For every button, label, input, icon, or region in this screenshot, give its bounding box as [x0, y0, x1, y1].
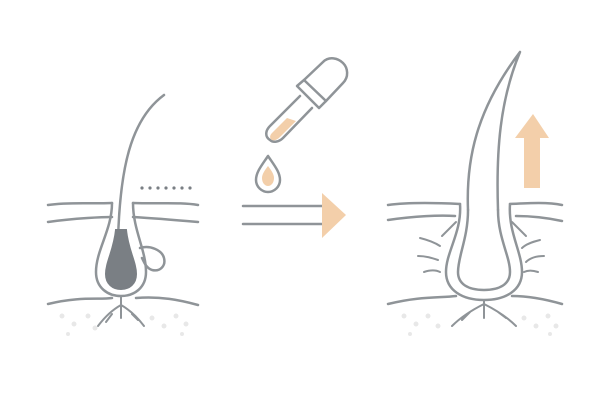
serum-drop [254, 154, 282, 194]
skin-surface-line [131, 201, 200, 207]
skin-layer-line [46, 215, 114, 224]
dropper-bulb [302, 57, 349, 103]
skin-layer-line [514, 214, 564, 223]
dropper-tube [265, 94, 314, 143]
follicle-inner [456, 208, 512, 292]
follicle-bulb [104, 229, 138, 291]
dermis-line [386, 294, 458, 306]
follicle-root [451, 299, 517, 327]
hair-strand [116, 93, 166, 242]
dermis-line [46, 296, 114, 306]
dropper-icon [265, 57, 349, 143]
skin-texture-dots [59, 313, 189, 336]
follicle-outline [444, 202, 524, 302]
serum-drop-fill [262, 166, 274, 186]
skin-surface-line [386, 201, 462, 207]
dropper-liquid [270, 118, 296, 141]
dermis-line [510, 294, 564, 306]
hair-shaft [466, 50, 522, 212]
skin-surface-line [508, 201, 564, 207]
skin-layer-line [386, 214, 457, 222]
skin-texture-dots [401, 313, 559, 336]
treatment-panel [241, 57, 349, 238]
arrow-right-icon [241, 193, 346, 238]
dermis-line [134, 296, 200, 307]
dropper-collar [295, 78, 328, 110]
sebaceous-gland [138, 245, 166, 272]
follicle-root [97, 295, 145, 327]
vitality-lines [417, 221, 545, 273]
arrow-up-icon [515, 114, 549, 188]
skin-layer-line [131, 215, 200, 224]
thinning-dotted-line [140, 186, 192, 190]
strong-follicle-panel [386, 50, 564, 336]
arrow-head [322, 193, 346, 238]
weak-follicle-panel [46, 93, 200, 336]
skin-surface-line [46, 201, 114, 207]
